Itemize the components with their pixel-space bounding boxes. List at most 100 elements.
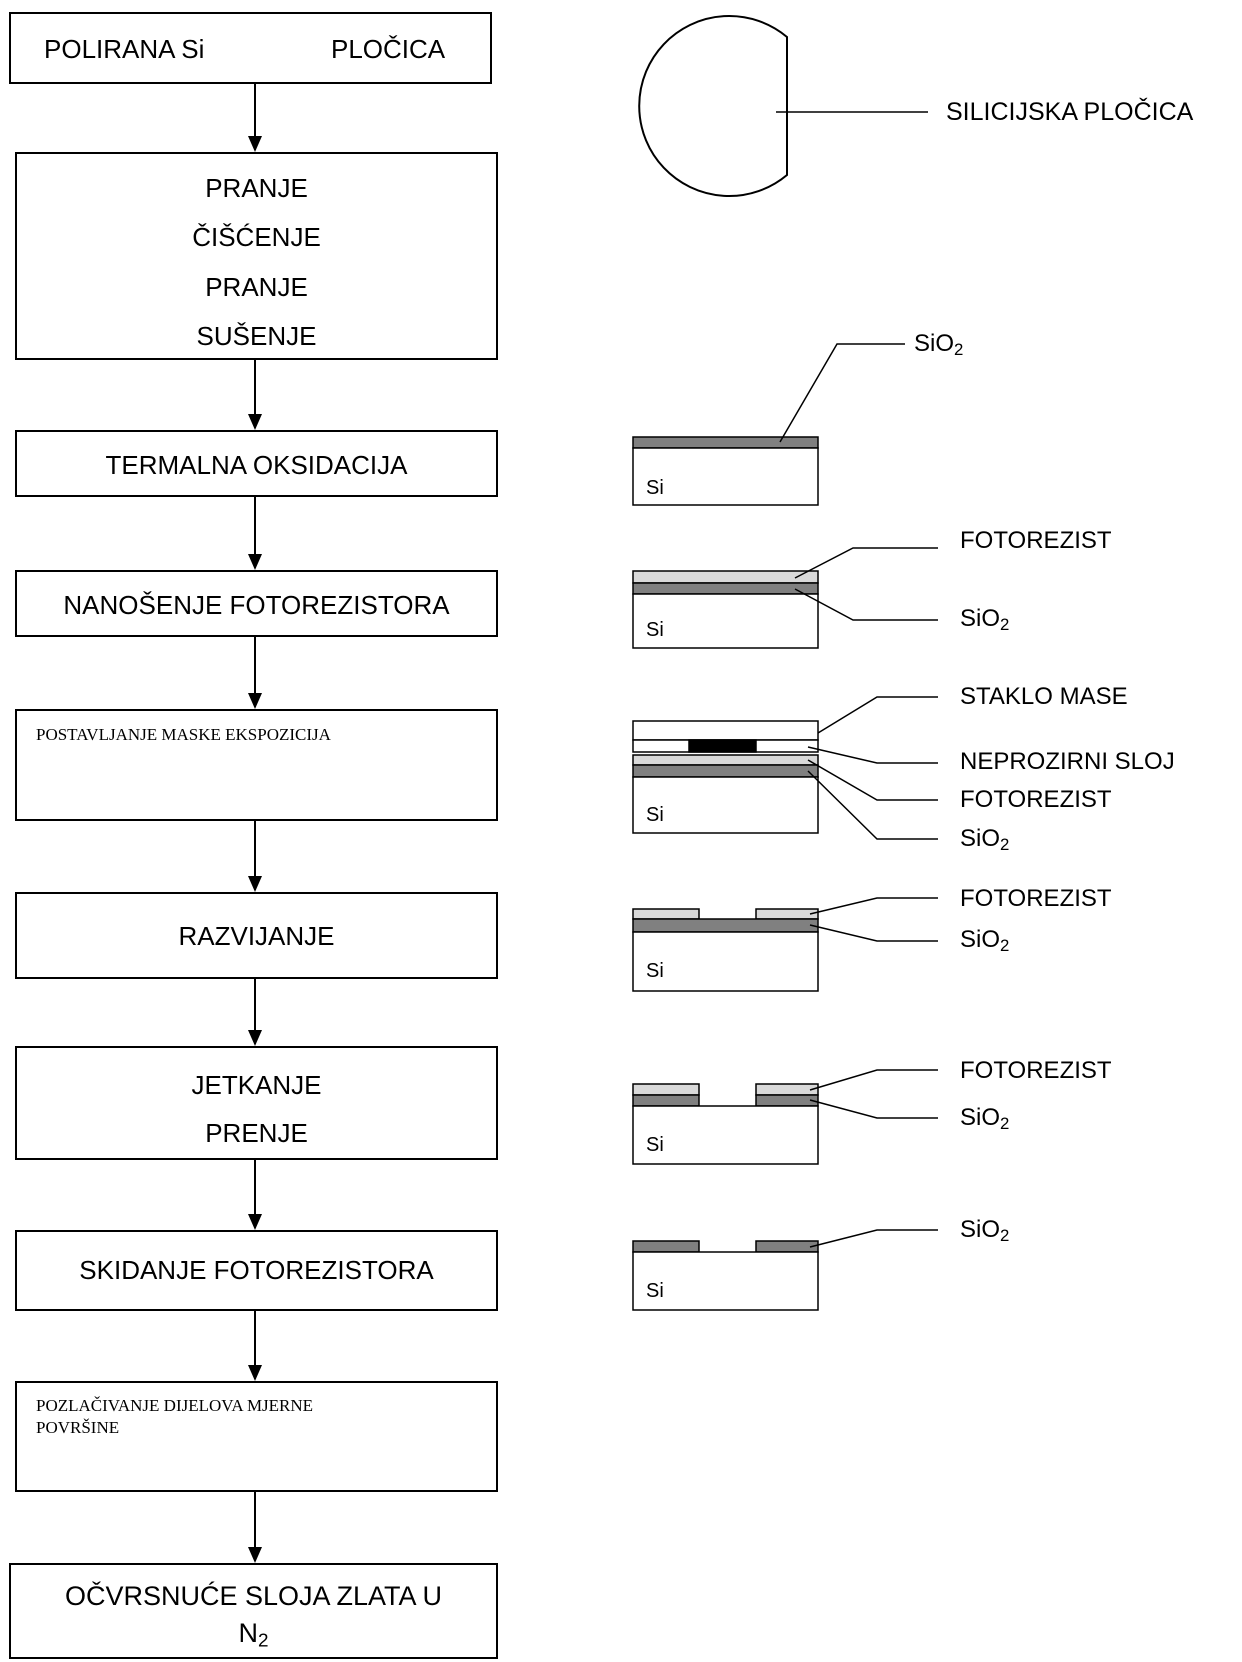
opaque-layer	[688, 739, 757, 753]
cross-section-development	[632, 897, 938, 992]
step-7-line-2: PRENJE	[205, 1118, 308, 1148]
step-1-label-left: POLIRANA Si	[44, 34, 205, 64]
si-label-6: Si	[646, 1280, 664, 1302]
oxide-layer	[632, 764, 819, 778]
step-photoresist-coating: NANOŠENJE FOTOREZISTORA	[15, 570, 498, 637]
step-9-line-1: POZLAČIVANJE DIJELOVA MJERNE	[36, 1396, 314, 1415]
n2-subscript: 2	[257, 1630, 269, 1652]
opaque-leader	[807, 746, 938, 764]
sio2-subscript: 2	[1000, 1114, 1010, 1134]
oxide-layer	[632, 436, 819, 449]
photoresist-right	[755, 1083, 819, 1096]
sio2-subscript: 2	[1000, 615, 1010, 635]
oxide-left	[632, 1094, 700, 1107]
photoresist-leader	[794, 547, 938, 579]
oxide-leader	[807, 770, 938, 840]
si-substrate	[632, 447, 819, 506]
sio2-base: SiO	[960, 926, 1001, 953]
arrow-4-head	[248, 693, 262, 709]
si-substrate	[632, 776, 819, 834]
oxide-left	[632, 1240, 700, 1253]
photoresist-label-2: FOTOREZIST	[960, 527, 1112, 554]
oxide-leader	[809, 924, 938, 942]
sio2-label-1: SiO2	[914, 330, 963, 358]
photoresist-left	[632, 908, 700, 920]
si-substrate	[632, 593, 819, 649]
sio2-label-3: SiO2	[960, 825, 1009, 853]
sio2-subscript: 2	[1000, 835, 1010, 855]
step-cleaning: PRANJE ČIŠĆENJE PRANJE SUŠENJE	[15, 152, 498, 360]
si-substrate	[632, 931, 819, 992]
mask-glass-label: STAKLO MASE	[960, 683, 1128, 710]
wafer-outline	[638, 15, 788, 197]
si-label-3: Si	[646, 804, 664, 826]
oxide-right	[755, 1094, 819, 1107]
wafer-label: SILICIJSKA PLOČICA	[946, 98, 1194, 126]
si-label-1: Si	[646, 477, 664, 499]
step-resist-stripping: SKIDANJE FOTOREZISTORA	[15, 1230, 498, 1311]
si-label-5: Si	[646, 1134, 664, 1156]
arrow-9-head	[248, 1547, 262, 1563]
step-2-line-3: PRANJE	[205, 272, 308, 302]
sio2-base: SiO	[960, 825, 1001, 852]
mask-glass-leader	[817, 696, 938, 734]
step-6-label: RAZVIJANJE	[178, 921, 335, 951]
arrow-2-head	[248, 414, 262, 430]
step-gold-plating: POZLAČIVANJE DIJELOVA MJERNE POVRŠINE	[15, 1381, 498, 1492]
si-label-4: Si	[646, 960, 664, 982]
step-development: RAZVIJANJE	[15, 892, 498, 979]
photoresist-label-3: FOTOREZIST	[960, 786, 1112, 813]
silicon-wafer-illustration	[638, 15, 928, 197]
flow-arrows	[248, 84, 262, 1563]
cross-section-oxidation	[632, 343, 905, 506]
sio2-subscript: 2	[1000, 1226, 1010, 1246]
arrow-3-head	[248, 554, 262, 570]
step-8-label: SKIDANJE FOTOREZISTORA	[79, 1255, 434, 1285]
si-substrate	[632, 1251, 819, 1311]
step-10-line-1: OČVRSNUĆE SLOJA ZLATA U	[64, 1581, 443, 1611]
sio2-label-2: SiO2	[960, 605, 1009, 633]
oxide-layer	[632, 582, 819, 595]
step-2-line-1: PRANJE	[205, 173, 308, 203]
arrow-6-head	[248, 1030, 262, 1046]
oxide-leader	[809, 1099, 938, 1119]
photoresist-left	[632, 1083, 700, 1096]
si-substrate	[632, 1105, 819, 1165]
sio2-base: SiO	[914, 330, 955, 357]
step-4-label: NANOŠENJE FOTOREZISTORA	[63, 590, 450, 620]
arrow-7-head	[248, 1214, 262, 1230]
sio2-subscript: 2	[954, 340, 964, 360]
step-mask-exposure: POSTAVLJANJE MASKE EKSPOZICIJA	[15, 709, 498, 821]
photoresist-leader	[807, 759, 938, 801]
step-10-line-2: N2	[11, 1618, 496, 1652]
si-label-2: Si	[646, 619, 664, 641]
opaque-layer-label: NEPROZIRNI SLOJ	[960, 748, 1175, 775]
oxide-leader	[779, 343, 905, 443]
arrow-5-head	[248, 876, 262, 892]
cross-section-photoresist	[632, 547, 938, 649]
step-9-line-2: POVRŠINE	[36, 1418, 120, 1437]
sio2-subscript: 2	[1000, 936, 1010, 956]
sio2-label-4: SiO2	[960, 926, 1009, 954]
oxide-layer	[632, 918, 819, 933]
photoresist-layer	[632, 754, 819, 766]
photoresist-label-4: FOTOREZIST	[960, 885, 1112, 912]
step-2-line-2: ČIŠĆENJE	[192, 222, 321, 252]
mask-glass	[632, 720, 819, 741]
cross-section-etching	[632, 1069, 938, 1165]
step-7-line-1: JETKANJE	[191, 1070, 322, 1100]
sio2-base: SiO	[960, 605, 1001, 632]
photoresist-right	[755, 908, 819, 920]
photoresist-layer	[632, 570, 819, 584]
oxide-leader	[809, 1229, 938, 1248]
photoresist-leader	[809, 1069, 938, 1091]
step-gold-hardening: OČVRSNUĆE SLOJA ZLATA U N2	[9, 1563, 498, 1659]
step-thermal-oxidation: TERMALNA OKSIDACIJA	[15, 430, 498, 497]
step-1-label-right: PLOČICA	[331, 34, 446, 64]
sio2-label-5: SiO2	[960, 1104, 1009, 1132]
sio2-base: SiO	[960, 1216, 1001, 1243]
step-5-label: POSTAVLJANJE MASKE EKSPOZICIJA	[36, 725, 331, 744]
step-polished-wafer: POLIRANA Si PLOČICA	[9, 12, 492, 84]
sio2-base: SiO	[960, 1104, 1001, 1131]
